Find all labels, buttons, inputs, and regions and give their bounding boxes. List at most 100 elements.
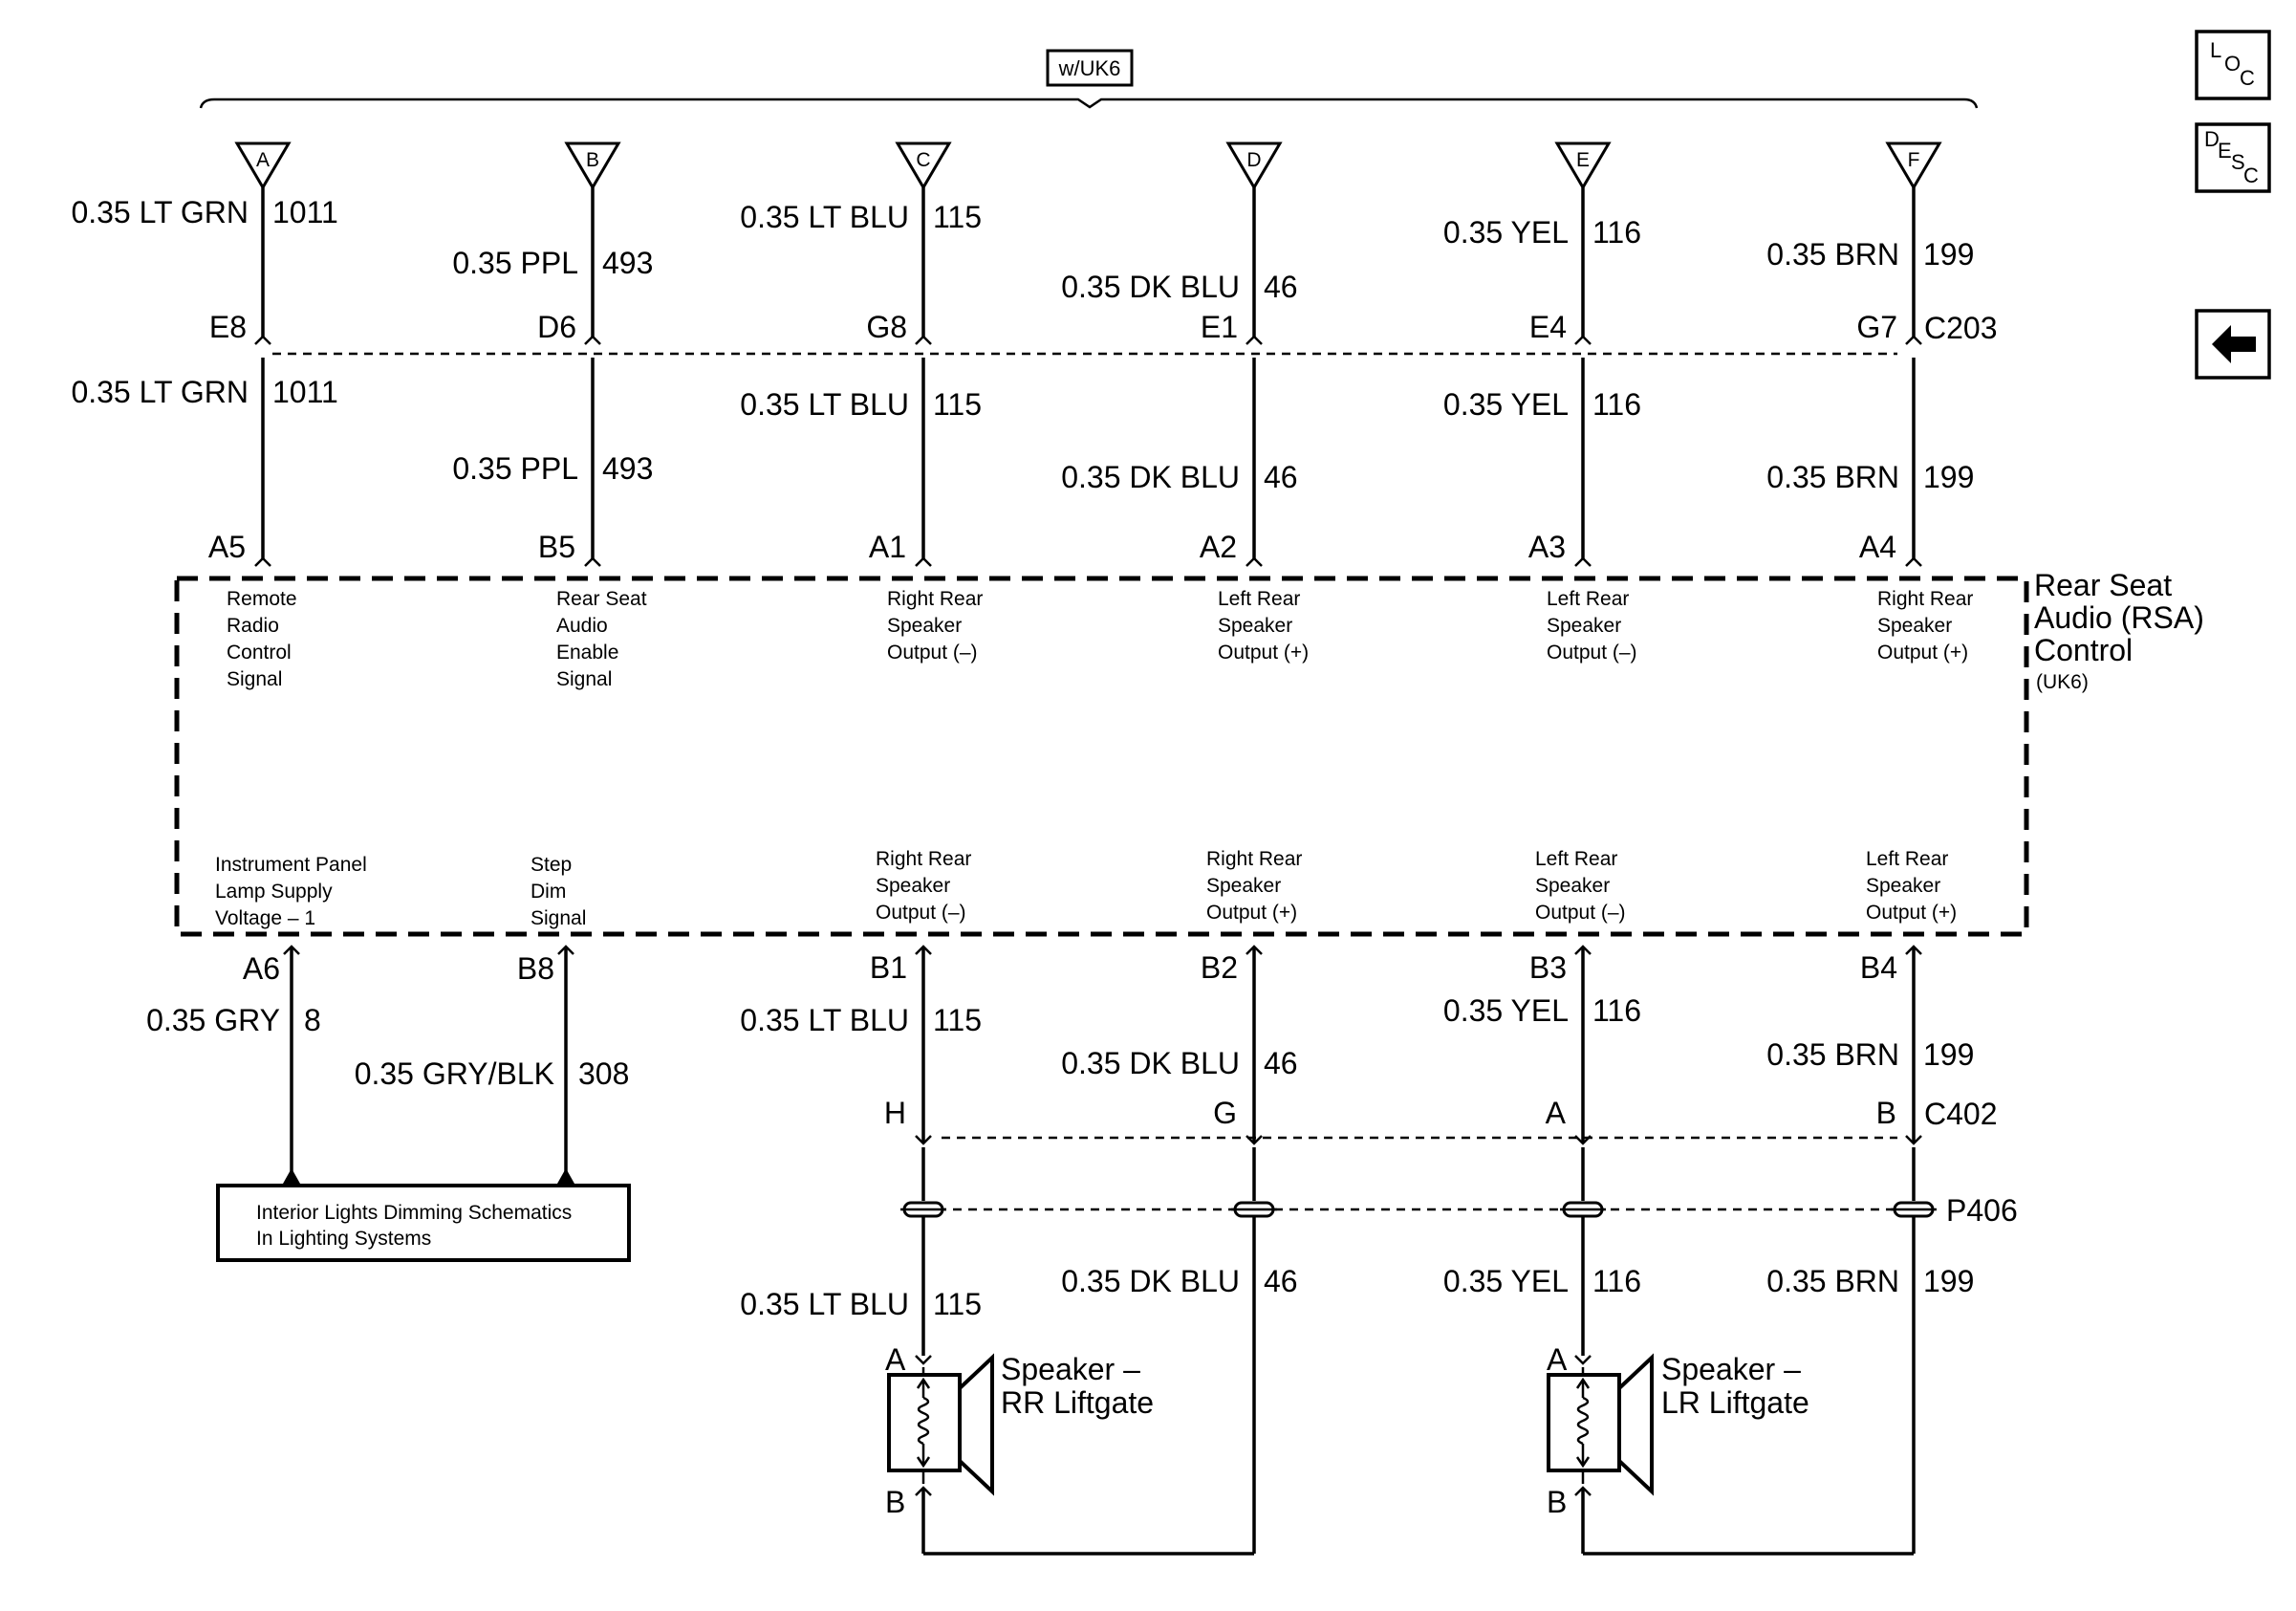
- module-function-line: Enable: [556, 642, 618, 664]
- module-pin: A3: [1528, 530, 1566, 564]
- rsa-module-label: Rear Seat Audio (RSA) Control (UK6): [2034, 568, 2204, 693]
- module-function-line: Output (–): [1547, 642, 1637, 664]
- lower-circuit-number: 115: [933, 387, 982, 422]
- wire-color-2: 0.35 YEL: [1443, 1264, 1569, 1298]
- module-function-line: Speaker: [1866, 875, 1940, 897]
- c203-pin: E8: [209, 310, 247, 344]
- module-pin-chevron: [584, 556, 601, 567]
- module-pin-chevron: [1245, 945, 1263, 955]
- terminal-letter: E: [1576, 149, 1590, 171]
- back-arrow-button[interactable]: [2195, 309, 2271, 380]
- module-pin: A1: [869, 530, 906, 564]
- c203-pin: G7: [1856, 310, 1897, 344]
- speaker-pin-b-chevron: [915, 1486, 932, 1496]
- speaker-coil-icon: [917, 1396, 930, 1446]
- upper-circuit-number: 493: [602, 246, 653, 280]
- lower-wire-color: 0.35 DK BLU: [1061, 460, 1240, 494]
- module-pin-chevron: [1574, 945, 1592, 955]
- circuit-number: 308: [578, 1056, 629, 1091]
- upper-wire-color: 0.35 DK BLU: [1061, 270, 1240, 304]
- module-function-line: Remote: [227, 588, 297, 610]
- module-function-line: Radio: [227, 615, 279, 637]
- module-function-line: Speaker: [876, 875, 950, 897]
- module-pin: B8: [517, 951, 554, 986]
- terminal-letter: C: [916, 149, 930, 171]
- wire-color-1: 0.35 BRN: [1766, 1037, 1899, 1072]
- rr-speaker-pin-a: A: [885, 1342, 906, 1377]
- circuit-number: 8: [304, 1003, 321, 1037]
- wire-color: 0.35 GRY: [146, 1003, 280, 1037]
- module-function-line: Audio: [556, 615, 608, 637]
- circuit-number-1: 46: [1264, 1046, 1298, 1080]
- speaker-pin-b-chevron: [1574, 1486, 1592, 1496]
- module-pin-chevron: [254, 556, 271, 567]
- wire-color-1: 0.35 LT BLU: [740, 1003, 909, 1037]
- module-function-line: Voltage – 1: [215, 907, 315, 929]
- module-function-line: Output (+): [1866, 902, 1957, 924]
- module-function-line: Dim: [531, 881, 566, 903]
- coil-arrow-icon: [1575, 1377, 1591, 1389]
- terminal-letter: F: [1908, 149, 1920, 171]
- module-function-line: Signal: [531, 907, 586, 929]
- module-function-line: Left Rear: [1218, 588, 1300, 610]
- interior-lights-reference-box[interactable]: Interior Lights Dimming Schematics In Li…: [216, 1184, 631, 1262]
- c203-pin-chevron: [584, 335, 601, 345]
- module-pin: B2: [1201, 950, 1238, 985]
- module-pin-chevron: [915, 945, 932, 955]
- c402-pin-chevron: [1905, 1135, 1922, 1145]
- module-function-line: Output (+): [1218, 642, 1309, 664]
- module-function-line: Speaker: [1547, 615, 1621, 637]
- terminal-triangle-icon: [1225, 142, 1283, 190]
- location-nav-button[interactable]: L O C: [2195, 30, 2271, 100]
- c203-label: C203: [1924, 311, 1998, 345]
- desc-letter-1: D: [2204, 127, 2220, 151]
- module-pin: B3: [1529, 950, 1567, 985]
- wire-color-2: 0.35 DK BLU: [1061, 1264, 1240, 1298]
- desc-letter-4: C: [2243, 163, 2259, 187]
- c402-label: C402: [1924, 1097, 1998, 1131]
- wire-color-2: 0.35 BRN: [1766, 1264, 1899, 1298]
- module-function-line: Right Rear: [1877, 588, 1973, 610]
- c203-pin: E1: [1201, 310, 1238, 344]
- lr-speaker-name-line-2: LR Liftgate: [1661, 1385, 1809, 1420]
- upper-wire-color: 0.35 BRN: [1766, 237, 1899, 272]
- c203-pin-chevron: [1574, 335, 1592, 345]
- lower-wire-color: 0.35 YEL: [1443, 387, 1569, 422]
- description-nav-button[interactable]: D E S C: [2195, 122, 2271, 193]
- module-name-line-3: Control: [2034, 633, 2133, 667]
- module-function-line: Speaker: [1877, 615, 1952, 637]
- c203-pin-chevron: [1245, 335, 1263, 345]
- wire-color: 0.35 GRY/BLK: [355, 1056, 554, 1091]
- module-function-line: Output (–): [887, 642, 978, 664]
- c402-pin: A: [1546, 1096, 1567, 1130]
- module-pin: B5: [538, 530, 575, 564]
- module-function-line: Right Rear: [876, 848, 971, 870]
- module-function-line: Speaker: [1535, 875, 1610, 897]
- speaker-pin-a-chevron: [1574, 1355, 1592, 1365]
- c203-pin: G8: [866, 310, 907, 344]
- module-pin-chevron: [557, 945, 574, 955]
- module-function-line: Lamp Supply: [215, 881, 333, 903]
- circuit-number-2: 46: [1264, 1264, 1298, 1298]
- speaker-cone-icon: [958, 1353, 994, 1496]
- module-function-line: Output (–): [1535, 902, 1626, 924]
- upper-circuit-number: 199: [1923, 237, 1974, 272]
- c402-pin-chevron: [1245, 1135, 1263, 1145]
- upper-wire-color: 0.35 LT GRN: [71, 195, 249, 229]
- module-pin-chevron: [1905, 945, 1922, 955]
- module-function-line: Output (+): [1877, 642, 1968, 664]
- coil-arrow-icon: [1575, 1456, 1591, 1469]
- terminal-triangle-icon: [564, 142, 621, 190]
- p406-label: P406: [1946, 1193, 2018, 1228]
- module-function-line: Output (–): [876, 902, 966, 924]
- wire-color-2: 0.35 LT BLU: [740, 1287, 909, 1321]
- upper-wire-color: 0.35 PPL: [452, 246, 578, 280]
- arrow-to-reference-icon: [557, 1168, 574, 1184]
